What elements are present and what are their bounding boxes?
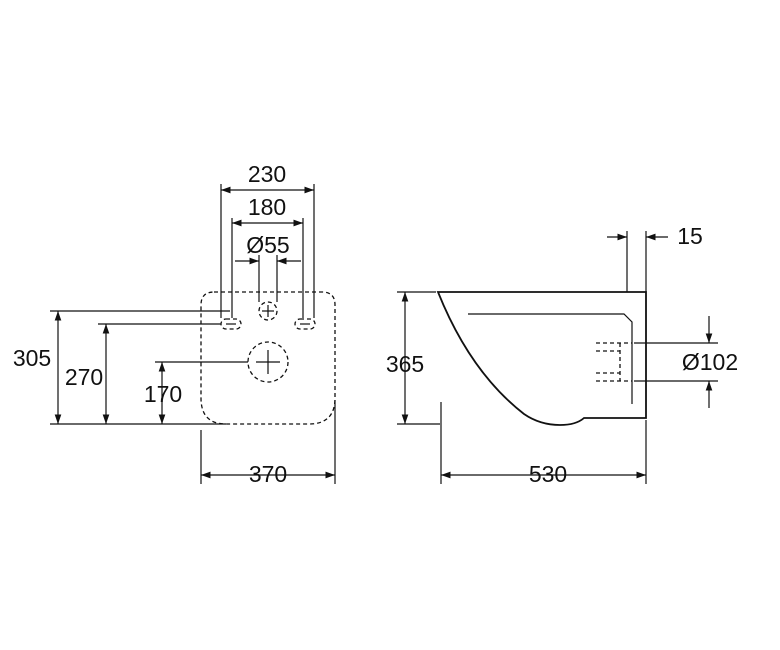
outlet-circle (247, 341, 289, 383)
dim-170-label: 170 (144, 381, 182, 407)
inner-bowl-line (468, 313, 633, 404)
dim-370-label: 370 (249, 461, 287, 487)
front-outline (200, 291, 336, 425)
dim-180-label: 180 (248, 194, 286, 220)
top-hole (258, 301, 278, 321)
side-outline (436, 291, 647, 426)
bolt-slot-right (294, 318, 316, 330)
front-view: 230 180 Ø55 305 270 170 370 (13, 161, 336, 487)
dim-230-label: 230 (248, 161, 286, 187)
dim-530-label: 530 (529, 461, 567, 487)
dim-305-label: 305 (13, 345, 51, 371)
dim-15-label: 15 (677, 223, 703, 249)
dim-365-label: 365 (386, 351, 424, 377)
side-view: 15 365 Ø102 530 (386, 223, 738, 487)
dim-diameter-102-label: Ø102 (682, 349, 738, 375)
dim-diameter-55-label: Ø55 (246, 232, 289, 258)
dim-270-label: 270 (65, 364, 103, 390)
